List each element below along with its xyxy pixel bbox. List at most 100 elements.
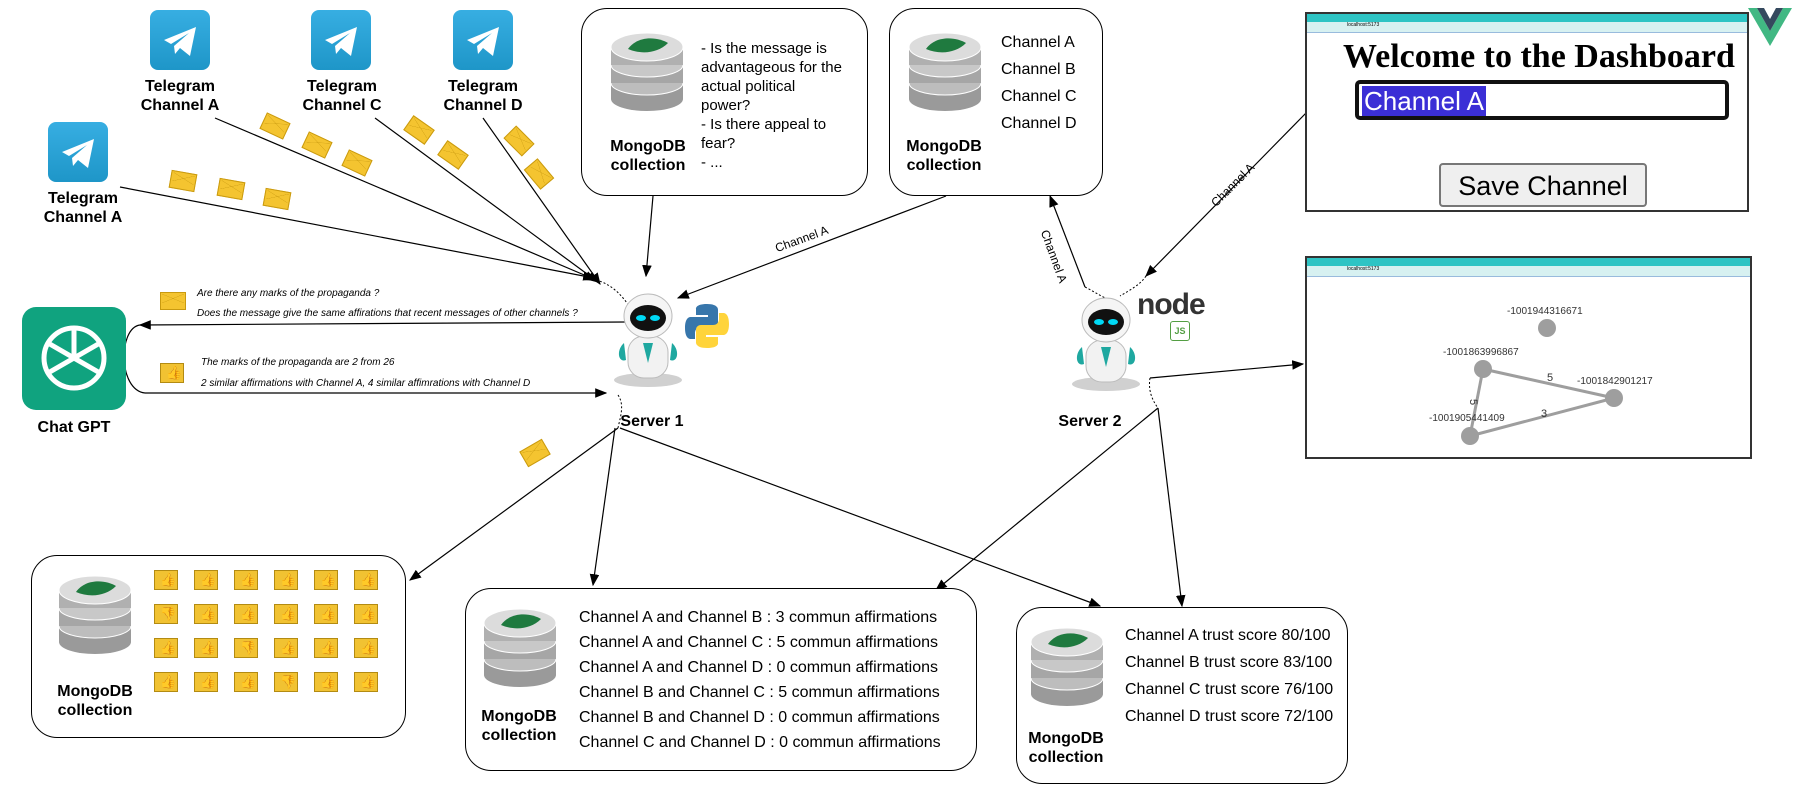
graph-canvas xyxy=(1461,319,1623,445)
graph-edge xyxy=(1469,396,1615,438)
thumbs-up-icon: 👍 xyxy=(354,638,378,658)
graph-node-label: -1001863996867 xyxy=(1443,347,1519,358)
affirmation-line: Channel B and Channel D : 0 commun affir… xyxy=(579,709,940,726)
channel-item: Channel D xyxy=(1001,115,1077,132)
mongodb-icon xyxy=(908,32,982,111)
thumbs-up-icon: 👍 xyxy=(354,604,378,624)
thumbs-up-icon: 👍 xyxy=(234,672,258,692)
trust-collection-box: MongoDB collection Channel A trust score… xyxy=(1016,607,1348,784)
thumbs-down-icon: 👎 xyxy=(274,672,298,692)
chatgpt-request-line: Does the message give the same affiratio… xyxy=(197,308,578,319)
graph-node-label: -1001842901217 xyxy=(1577,376,1653,387)
telegram-icon xyxy=(311,10,371,70)
arrow-server2-trust xyxy=(1157,407,1186,608)
question-line: - ... xyxy=(701,154,723,171)
dashboard-title: Welcome to the Dashboard xyxy=(1343,38,1735,75)
thumbs-up-icon: 👍 xyxy=(234,570,258,590)
browser-address-bar[interactable]: localhost:5173 xyxy=(1307,22,1747,33)
telegram-label-line1: Telegram xyxy=(48,190,118,207)
thumbs-up-icon: 👍 xyxy=(154,638,178,658)
arrow-server1-affirmations xyxy=(589,427,616,587)
arrow-server1-trust xyxy=(619,427,1102,607)
question-line: - Is there appeal to xyxy=(701,116,827,133)
channel-input-value: Channel A xyxy=(1362,86,1486,116)
thumbs-up-icon: 👍 xyxy=(314,570,338,590)
browser-address-bar[interactable]: localhost:5173 xyxy=(1307,266,1750,277)
browser-tab-bar xyxy=(1307,14,1747,22)
affirmation-line: Channel B and Channel C : 5 commun affir… xyxy=(579,684,940,701)
graph-node[interactable] xyxy=(1474,360,1492,378)
question-line: - Is the message is xyxy=(701,40,827,57)
trust-score-line: Channel D trust score 72/100 xyxy=(1125,708,1334,725)
arrow-telegram-a2-server1 xyxy=(119,186,596,281)
graph-edge-label: 5 xyxy=(1467,398,1480,406)
envelope-icon xyxy=(160,292,186,310)
trust-score-line: Channel B trust score 83/100 xyxy=(1125,654,1333,671)
questions-collection-box: MongoDB collection - Is the message is a… xyxy=(581,8,868,196)
telegram-label-line2: Channel A xyxy=(140,97,220,114)
nodejs-logo-text: node xyxy=(1137,288,1206,321)
graph-node[interactable] xyxy=(1461,427,1479,445)
collection-label-line2: collection xyxy=(1028,749,1104,766)
channel-item: Channel B xyxy=(1001,61,1076,78)
thumbs-up-icon: 👍 xyxy=(194,638,218,658)
telegram-icon xyxy=(453,10,513,70)
telegram-label-line2: Channel C xyxy=(302,97,382,114)
channel-input[interactable]: Channel A xyxy=(1355,80,1729,120)
arrow-server2-affirmations xyxy=(935,407,1159,591)
thumbs-up-icon: 👍 xyxy=(274,604,298,624)
affirmation-line: Channel A and Channel B : 3 commun affir… xyxy=(579,609,938,626)
graph-edge xyxy=(1468,368,1485,437)
url-text: localhost:5173 xyxy=(1347,266,1380,272)
thumbs-up-icon: 👍 xyxy=(154,672,178,692)
graph-node[interactable] xyxy=(1538,319,1556,337)
server1-label: Server 1 xyxy=(620,413,684,430)
arrow-questions-server1 xyxy=(642,195,654,278)
graph-node[interactable] xyxy=(1605,389,1623,407)
nodejs-logo-icon: node JS xyxy=(1137,288,1206,341)
telegram-icon xyxy=(48,122,108,182)
collection-label-line1: MongoDB xyxy=(906,138,982,155)
arrow-server2-graph xyxy=(1149,360,1305,379)
browser-tab-bar xyxy=(1307,258,1750,266)
arrow-server1-chatgpt xyxy=(138,320,626,330)
python-icon xyxy=(685,304,729,348)
vue-logo-icon xyxy=(1748,8,1792,46)
robot-icon xyxy=(614,293,682,387)
affirmation-line: Channel C and Channel D : 0 commun affir… xyxy=(579,734,941,751)
mongodb-icon xyxy=(1030,627,1104,706)
thumbs-up-icon: 👍 xyxy=(274,570,298,590)
mongodb-icon xyxy=(58,575,132,654)
arrow-telegram-a-server1 xyxy=(214,117,598,281)
telegram-label-line1: Telegram xyxy=(307,78,377,95)
graph-edge-label: 3 xyxy=(1541,408,1548,420)
arrow-channels-server1 xyxy=(676,195,947,299)
graph-node-label: -1001905441409 xyxy=(1429,413,1505,424)
arrow-telegram-d-server1 xyxy=(482,117,601,285)
collection-label-line1: MongoDB xyxy=(610,138,686,155)
thumbs-up-icon: 👍 xyxy=(314,604,338,624)
affirmation-line: Channel A and Channel D : 0 commun affir… xyxy=(579,659,939,676)
telegram-icon xyxy=(150,10,210,70)
save-channel-button[interactable]: Save Channel xyxy=(1439,163,1647,207)
affirmation-line: Channel A and Channel C : 5 commun affir… xyxy=(579,634,939,651)
question-line: advantageous for the xyxy=(701,59,842,76)
collection-label-line2: collection xyxy=(610,157,686,174)
graph-edge-label: 5 xyxy=(1547,372,1554,384)
mongodb-icon xyxy=(610,32,684,111)
chatgpt-response-line: The marks of the propaganda are 2 from 2… xyxy=(201,357,395,368)
thumbs-up-icon: 👍 xyxy=(154,570,178,590)
thumbs-up-icon: 👍 xyxy=(314,638,338,658)
channel-item: Channel A xyxy=(1001,34,1075,51)
question-line: power? xyxy=(701,97,751,114)
thumbs-up-icon: 👍 xyxy=(234,604,258,624)
thumbs-up-icon: 👍 xyxy=(354,570,378,590)
marks-collection-box: MongoDB collection 👍👍👍👍👍👍👎👍👍👍👍👍👍👍👎👍👍👍👍👍👍… xyxy=(31,555,406,738)
thumbs-down-icon: 👎 xyxy=(234,638,258,658)
arrow-server1-marks xyxy=(409,427,619,581)
server2-label: Server 2 xyxy=(1058,413,1122,430)
thumbs-down-icon: 👎 xyxy=(154,604,178,624)
chatgpt-response-line: 2 similar affirmations with Channel A, 4… xyxy=(201,378,531,389)
nodejs-badge: JS xyxy=(1170,321,1190,341)
